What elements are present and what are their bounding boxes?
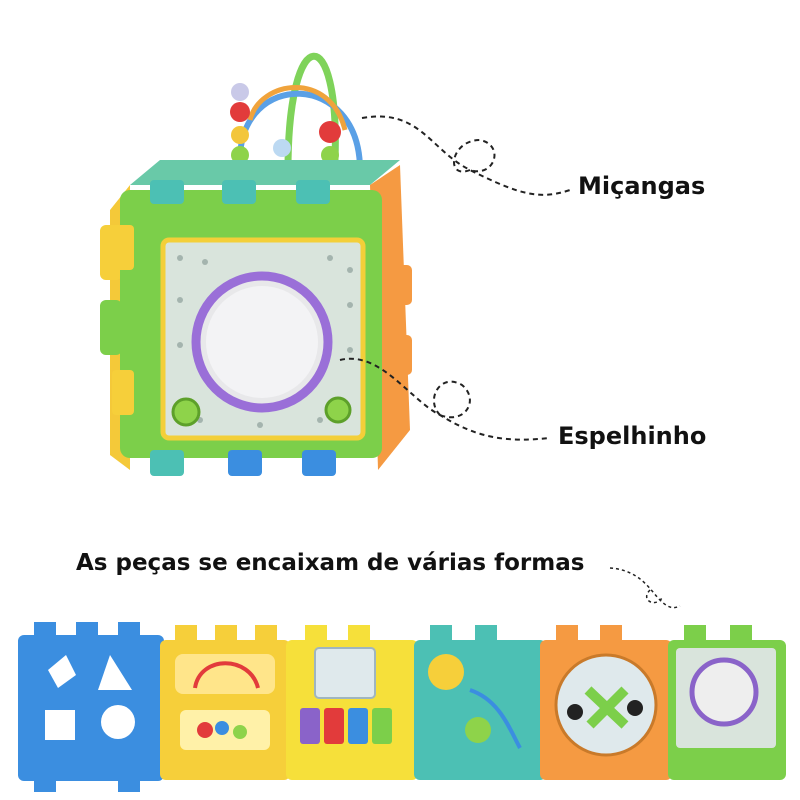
beads-pointer [361,115,571,196]
pieces-pointer [609,567,681,609]
piece-piano [286,625,418,780]
green-button [171,397,201,427]
activity-cube [100,52,412,476]
piece-shapes [18,622,164,792]
piece-spinner [540,625,672,780]
mirror-pointer [339,357,551,441]
piece-gears [414,625,546,780]
green-button [324,396,352,424]
piece-rattle [160,625,290,780]
piece-mirror [668,625,786,780]
beads-label: Miçangas [578,172,706,200]
pieces-caption: As peças se encaixam de várias formas [76,550,585,576]
mirror-label: Espelhinho [558,422,707,450]
puzzle-strip [18,622,786,792]
